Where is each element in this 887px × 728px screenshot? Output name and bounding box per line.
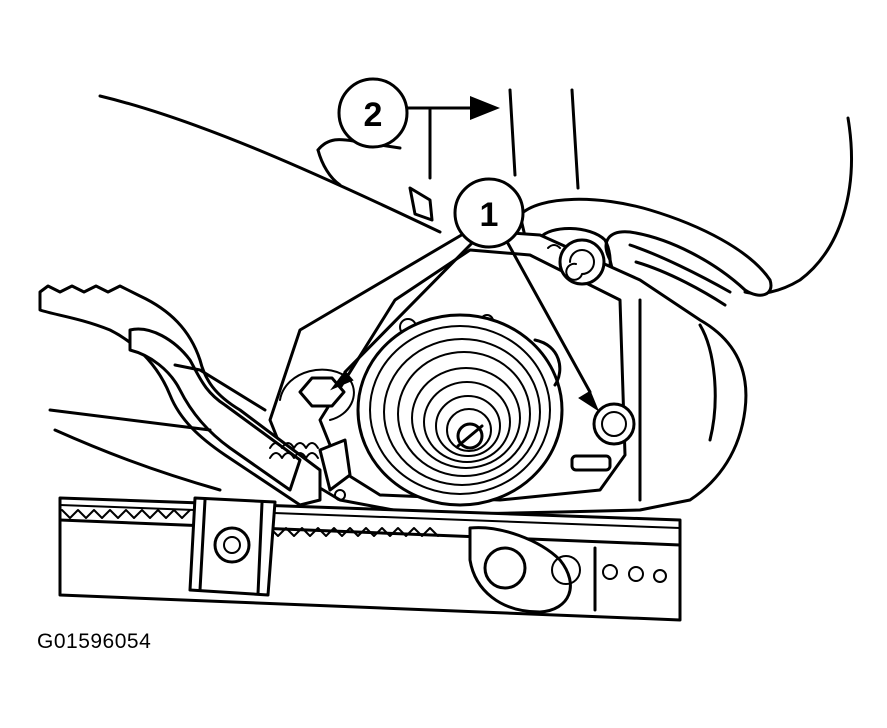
coil-spring-icon [356,313,564,507]
hex-nut-right-icon [592,402,636,446]
callout-1-label: 1 [480,196,499,234]
figure-id: G01596054 [37,630,152,653]
toothed-rack-icon [58,496,682,622]
release-lever [38,284,322,507]
callout-1: 1 [453,177,525,249]
lever-spring-icon [269,438,352,492]
track-bracket [188,496,277,597]
leader-lines [329,96,600,412]
torsion-spring-icon [547,238,606,286]
callout-2-label: 2 [364,96,383,134]
callout-2: 2 [337,77,409,149]
